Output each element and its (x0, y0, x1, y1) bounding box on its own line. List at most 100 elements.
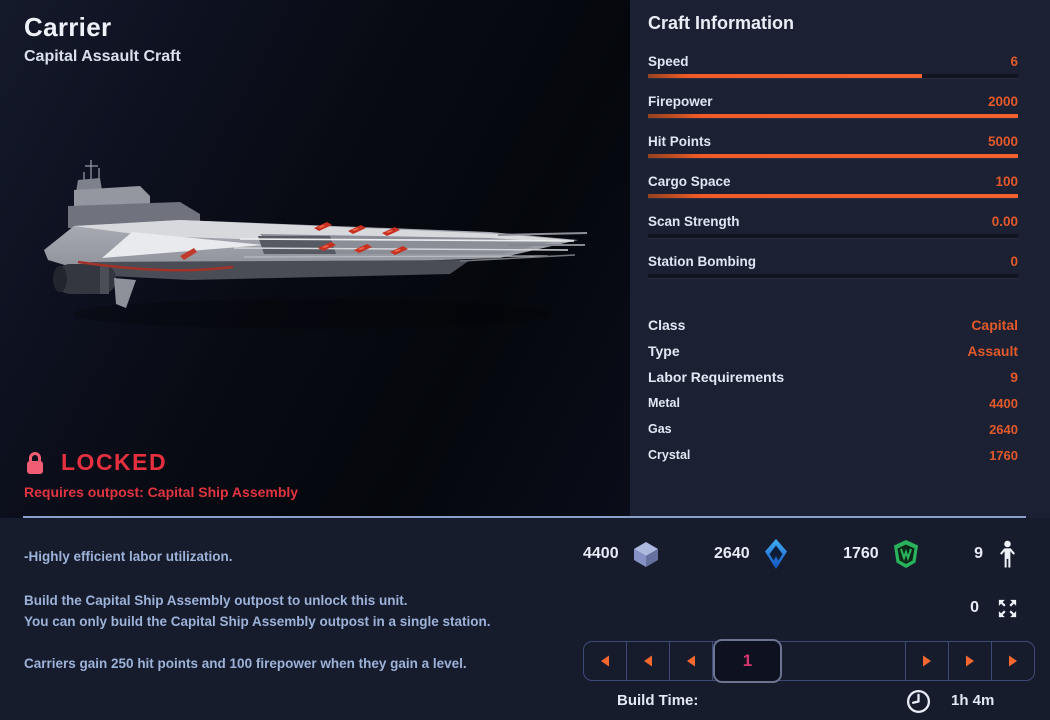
crystal-cost: 1760 (843, 539, 920, 569)
stat-bar-fill (648, 154, 1018, 158)
unlock-line-1: Build the Capital Ship Assembly outpost … (24, 593, 408, 608)
lock-icon (27, 452, 43, 474)
stat-bar (648, 234, 1018, 239)
section-divider (23, 516, 1026, 518)
gas-cost: 2640 (714, 538, 789, 570)
build-time-value: 1h 4m (951, 692, 995, 709)
attr-label: Class (648, 317, 686, 333)
ship-header: Carrier Capital Assault Craft (24, 12, 181, 66)
crystal-icon (893, 540, 918, 568)
page-forward-button-2[interactable] (948, 642, 991, 680)
stat-row-station-bombing: Station Bombing 0 (648, 251, 1018, 291)
unlock-description: Build the Capital Ship Assembly outpost … (24, 590, 491, 632)
labor-cost-value: 9 (974, 545, 983, 562)
attr-row-class: Class Capital (648, 312, 1018, 338)
page-title: Carrier (24, 12, 112, 42)
locked-status-label: LOCKED (61, 449, 168, 475)
arrow-left-icon (601, 655, 609, 667)
current-page-number: 1 (742, 651, 753, 670)
gas-cost-value: 2640 (714, 545, 750, 562)
ship-viewport: Carrier Capital Assault Craft (0, 0, 630, 518)
stat-row-speed: Speed 6 (648, 51, 1018, 91)
attr-value: Assault (967, 343, 1018, 359)
labor-cost: 9 (974, 540, 1019, 569)
labor-person-icon (1000, 540, 1015, 567)
page-forward-button-1[interactable] (905, 642, 948, 680)
stat-bar (648, 154, 1018, 159)
metal-icon (633, 542, 658, 567)
attr-label: Gas (648, 422, 672, 436)
stat-value: 100 (995, 174, 1018, 189)
attr-label: Labor Requirements (648, 369, 785, 385)
stat-row-scan-strength: Scan Strength 0.00 (648, 211, 1018, 251)
attr-row-labor: Labor Requirements 9 (648, 364, 1018, 390)
attr-label: Crystal (648, 448, 691, 462)
arrow-right-icon (923, 655, 931, 667)
attr-row-type: Type Assault (648, 338, 1018, 364)
stat-label: Firepower (648, 94, 713, 109)
metal-cost-value: 4400 (583, 545, 619, 562)
metal-cost: 4400 (583, 540, 660, 568)
panel-title: Craft Information (648, 13, 794, 33)
craft-information-panel: Craft Information Speed 6 Firepower 2000… (630, 0, 1050, 518)
stat-row-firepower: Firepower 2000 (648, 91, 1018, 131)
stat-bar (648, 194, 1018, 199)
cost-row: 4400 2640 1760 (583, 534, 1019, 574)
attr-value: Capital (971, 317, 1018, 333)
stat-value: 5000 (987, 134, 1018, 149)
attr-value: 2640 (989, 421, 1018, 437)
queue-row: 0 (583, 592, 1019, 624)
current-page-indicator[interactable]: 1 (713, 639, 782, 683)
page-back-button-1[interactable] (584, 642, 627, 680)
attr-row-crystal: Crystal 1760 (648, 442, 1018, 468)
attr-row-gas: Gas 2640 (648, 416, 1018, 442)
stat-value: 0 (1010, 254, 1018, 269)
stat-bar-fill (648, 114, 1018, 118)
queue-count-value: 0 (970, 599, 979, 616)
arrow-right-icon (966, 655, 974, 667)
expand-icon[interactable] (996, 597, 1019, 620)
page-subtitle: Capital Assault Craft (24, 48, 181, 65)
attr-row-metal: Metal 4400 (648, 390, 1018, 416)
stat-label: Speed (648, 54, 689, 69)
stat-bar (648, 274, 1018, 279)
stat-row-hit-points: Hit Points 5000 (648, 131, 1018, 171)
locked-block: LOCKED Requires outpost: Capital Ship As… (24, 449, 298, 500)
stat-label: Station Bombing (648, 254, 756, 269)
stat-value: 0.00 (991, 214, 1018, 229)
pagination: 1 (583, 639, 1035, 683)
carrier-ship-image (44, 160, 588, 329)
gas-icon (764, 539, 787, 569)
build-time-label: Build Time: (617, 692, 699, 709)
page-forward-button-3[interactable] (991, 642, 1034, 680)
stat-label: Scan Strength (648, 214, 740, 229)
locked-requirement-text: Requires outpost: Capital Ship Assembly (24, 484, 299, 500)
unlock-line-2: You can only build the Capital Ship Asse… (24, 614, 491, 629)
attr-label: Metal (648, 396, 680, 410)
attr-value: 1760 (989, 447, 1018, 463)
stat-bar-fill (648, 194, 1018, 198)
page-back-button-3[interactable] (670, 642, 713, 680)
stat-row-cargo-space: Cargo Space 100 (648, 171, 1018, 211)
perk-description: -Highly efficient labor utilization. (24, 549, 233, 564)
page-back-button-2[interactable] (627, 642, 670, 680)
stat-value: 6 (1010, 54, 1018, 69)
arrow-right-icon (1009, 655, 1017, 667)
attribute-list: Class Capital Type Assault Labor Require… (648, 312, 1018, 468)
build-time-row: Build Time: 1h 4m (583, 684, 1035, 720)
stat-label: Cargo Space (648, 174, 731, 189)
level-up-description: Carriers gain 250 hit points and 100 fir… (24, 656, 467, 671)
stat-bar (648, 74, 1018, 79)
attr-label: Type (648, 343, 680, 359)
crystal-cost-value: 1760 (843, 545, 879, 562)
attr-value: 4400 (989, 395, 1018, 411)
arrow-left-icon (644, 655, 652, 667)
attr-value: 9 (1010, 369, 1018, 385)
stat-label: Hit Points (648, 134, 711, 149)
pager-track (782, 642, 905, 680)
stat-bar (648, 114, 1018, 119)
stat-value: 2000 (987, 94, 1018, 109)
arrow-left-icon (687, 655, 695, 667)
clock-icon (906, 689, 931, 714)
